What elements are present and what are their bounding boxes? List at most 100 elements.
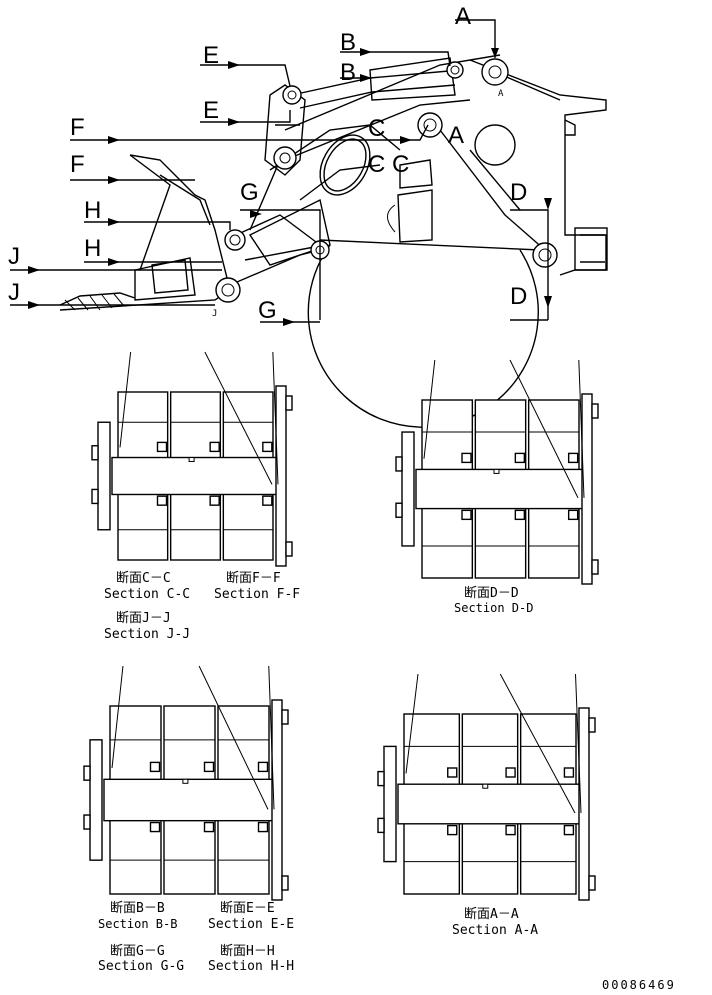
seal-ring (567, 509, 579, 521)
label-a-small: A (498, 89, 504, 99)
retaining-plate (401, 431, 415, 547)
seal-ring (156, 495, 168, 506)
caption-jp-e: 断面E－E (220, 901, 275, 916)
leader-line (198, 665, 269, 810)
section-view-c-f-j (91, 351, 293, 567)
seal-ring (262, 495, 273, 506)
label-f-1: F (70, 114, 85, 141)
caption-en-h: Section H-H (208, 959, 294, 974)
seal-ring (461, 509, 472, 521)
bolt-head (395, 502, 403, 518)
bolt-head (285, 395, 293, 411)
bolt-head (591, 403, 599, 419)
pin-a (481, 58, 509, 86)
bolt-head (83, 765, 91, 781)
leader-line (575, 673, 582, 814)
end-plate (275, 385, 287, 567)
seal-ring (461, 452, 472, 464)
pin-shaft (397, 783, 582, 825)
bolt-head (91, 445, 99, 461)
seal-ring (447, 824, 458, 836)
caption-en-d: Section D-D (454, 601, 533, 615)
seal-ring (567, 452, 579, 464)
label-c-1: C (368, 115, 385, 142)
caption-en-c: Section C-C (104, 587, 190, 602)
bolt-head (377, 770, 385, 787)
caption-en-g: Section G-G (98, 959, 184, 974)
grease-hole (482, 783, 489, 789)
leader-line (204, 351, 273, 485)
label-e-2: E (203, 97, 219, 124)
section-view-d (395, 359, 599, 585)
seal-ring (514, 452, 526, 464)
leader-line (509, 359, 579, 499)
caption-en-e: Section E-E (208, 917, 294, 932)
seal-ring (257, 821, 269, 833)
grease-hole (182, 778, 189, 784)
boss-upper (474, 399, 527, 476)
label-a-inner: A (448, 122, 464, 149)
leader-line (111, 665, 124, 769)
loader-linkage-overview: A B B E E C C C A A F F G G H H J J J D … (8, 3, 608, 428)
leader-line (268, 665, 275, 810)
leader-line (272, 351, 279, 485)
caption-jp-j: 断面J－J (116, 611, 171, 626)
boss-upper (163, 705, 216, 786)
document-number: 00086469 (602, 978, 676, 992)
grease-hole (188, 457, 195, 463)
retaining-plate (97, 421, 111, 531)
seal-ring (563, 824, 575, 836)
seal-ring (505, 767, 516, 778)
bolt-head (588, 717, 596, 733)
caption-en-b: Section B-B (98, 917, 177, 931)
bolt-head (281, 709, 289, 725)
label-c-2: C (368, 151, 385, 178)
pin-shaft (103, 778, 275, 822)
label-j-2: J (8, 279, 20, 306)
seal-ring (514, 509, 526, 521)
bolt-head (588, 875, 596, 891)
bolt-head (591, 559, 599, 575)
label-b-2: B (340, 59, 356, 86)
bolt-head (281, 875, 289, 891)
label-j-1: J (8, 243, 20, 270)
label-g-1: G (240, 179, 259, 206)
section-view-a (377, 673, 596, 901)
seal-ring (203, 761, 215, 773)
caption-jp-f: 断面F－F (226, 571, 281, 586)
bolt-head (395, 456, 403, 472)
seal-ring (203, 821, 215, 833)
seal-ring (209, 441, 220, 453)
label-h-2: H (84, 235, 101, 262)
pin-f (273, 146, 297, 170)
pin-j (215, 277, 241, 303)
seal-ring (149, 821, 161, 833)
retaining-plate (89, 739, 103, 861)
boss-upper (421, 399, 474, 476)
pin-h (224, 229, 246, 251)
label-c-3: C (392, 151, 409, 178)
retaining-plate (383, 745, 397, 863)
caption-jp-c: 断面C－C (116, 571, 171, 586)
bolt-head (377, 817, 385, 834)
label-h-1: H (84, 197, 101, 224)
leader-line (119, 351, 132, 448)
caption-jp-g: 断面G－G (110, 944, 165, 959)
bolt-head (83, 814, 91, 830)
seal-ring (447, 767, 458, 778)
bolt-head (91, 488, 99, 505)
label-d-2: D (510, 283, 527, 310)
leader-line (499, 673, 576, 814)
leader-line (423, 359, 436, 459)
grease-hole (493, 468, 500, 474)
end-plate (581, 393, 593, 585)
seal-ring (262, 441, 273, 453)
arrowheads (28, 48, 552, 326)
boss-upper (527, 399, 580, 476)
boss-upper (217, 705, 270, 786)
bolt-head (285, 541, 293, 557)
pin-shaft (415, 468, 585, 510)
seal-ring (505, 824, 516, 836)
label-j-small: J (212, 309, 217, 319)
